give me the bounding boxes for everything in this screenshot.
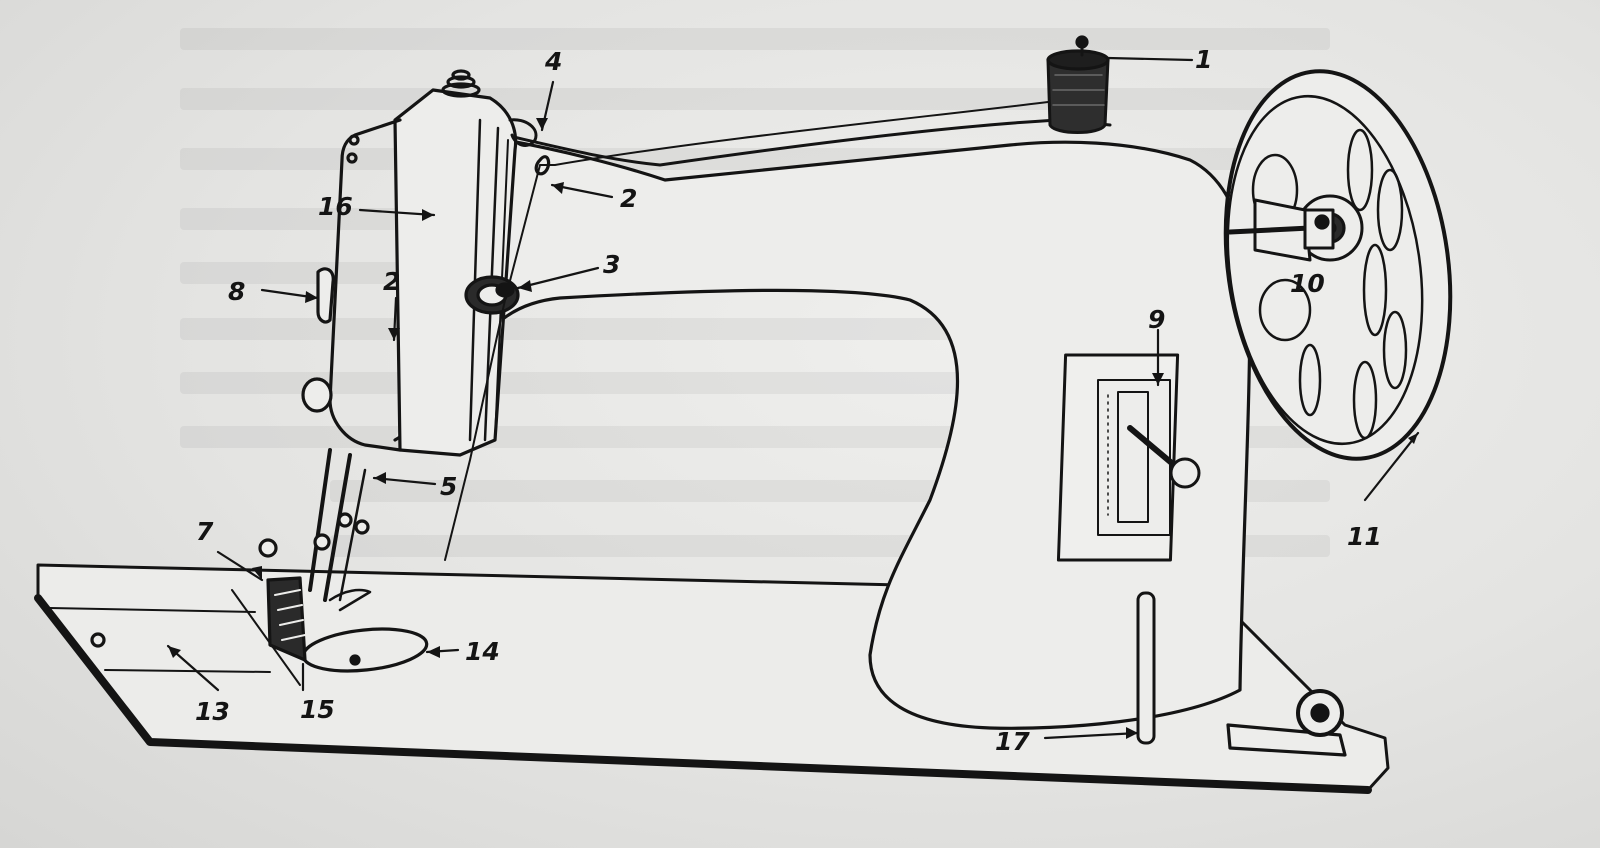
callout-label-2-needle-bar: 2: [383, 267, 400, 296]
machine-arm-and-pillar: [393, 138, 1252, 730]
callout-label-14: 14: [465, 637, 500, 666]
callout-label-9: 9: [1148, 305, 1165, 334]
spool-of-thread: [1046, 35, 1110, 134]
tension-disc: [464, 275, 520, 315]
callout-label-3: 3: [603, 250, 620, 279]
callout-label-10: 10: [1290, 269, 1325, 298]
ghost-text-line: [180, 28, 1330, 50]
callout-label-8: 8: [228, 277, 245, 306]
machine-head: [328, 69, 518, 457]
face-plate-screw: [301, 377, 333, 413]
callout-label-15: 15: [300, 695, 335, 724]
callout-label-7: 7: [196, 517, 214, 546]
callout-label-11: 11: [1347, 522, 1382, 551]
callout-label-4: 4: [544, 47, 562, 76]
callout-label-2-thread-guide: 2: [620, 184, 637, 213]
callout-arrowheads: [168, 118, 1418, 739]
thread-path: [444, 57, 1081, 561]
callout-labels: 1 2 2 3 4 5 7 8 9 10 11 13 14 15 16 17: [195, 45, 1382, 756]
callout-label-17: 17: [995, 727, 1030, 756]
bobbin-winder: [1227, 198, 1335, 262]
callout-label-13: 13: [195, 697, 230, 726]
thread-take-up-lever: [508, 118, 538, 147]
callout-label-16: 16: [318, 192, 353, 221]
stitch-regulator: [1056, 353, 1201, 562]
callout-label-5: 5: [440, 472, 457, 501]
thread-guide: [534, 155, 551, 176]
bed-hinge: [1226, 689, 1347, 757]
needle-and-presser-foot: [258, 448, 372, 662]
slide-plate-screw: [349, 654, 361, 666]
knee-lifter-rod: [1136, 591, 1156, 745]
presser-bar-lifter: [316, 267, 335, 324]
callout-label-1: 1: [1195, 45, 1212, 74]
